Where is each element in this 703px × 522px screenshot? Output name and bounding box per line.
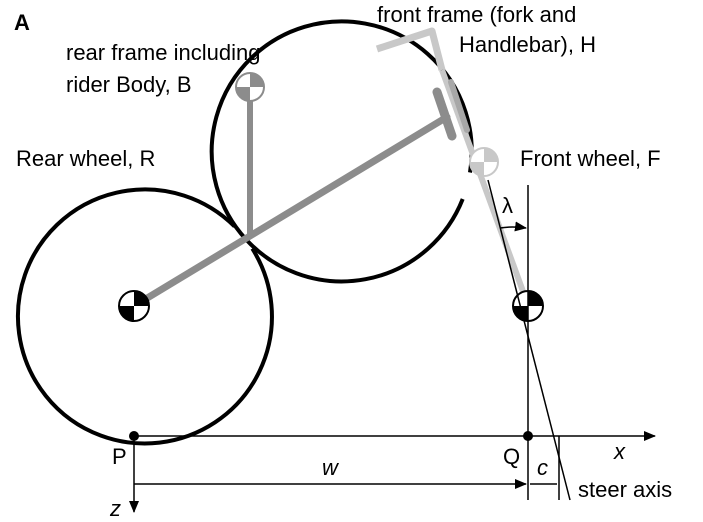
- front-wheel-label: Front wheel, F: [520, 146, 661, 171]
- panel-label: A: [14, 10, 30, 35]
- contact-point-p: [129, 431, 139, 441]
- x-axis-label: x: [613, 439, 626, 464]
- rear-frame-label-line1: rear frame including: [66, 40, 260, 65]
- lambda-label: λ: [502, 193, 513, 218]
- contact-point-q: [523, 431, 533, 441]
- point-p-label: P: [112, 444, 127, 469]
- rear-wheel: [15, 187, 274, 446]
- rear-frame-mass-center: [235, 72, 265, 102]
- front-fork: [439, 68, 531, 307]
- steerer-clamp: [448, 79, 470, 133]
- rear-wheel-label: Rear wheel, R: [16, 146, 155, 171]
- handlebar: [375, 27, 446, 71]
- c-label: c: [537, 455, 548, 480]
- w-label: w: [322, 455, 340, 480]
- point-q-label: Q: [503, 444, 520, 469]
- lambda-angle-arc: [499, 221, 527, 232]
- front-frame-label-line1: front frame (fork and: [377, 2, 576, 27]
- head-tube: [432, 87, 457, 141]
- front-frame-label-line2: Handlebar), H: [459, 32, 596, 57]
- front-frame-mass-center: [469, 147, 499, 177]
- steer-axis-label: steer axis: [578, 477, 672, 502]
- rear-frame-tube: [130, 113, 451, 310]
- z-axis-label: z: [109, 496, 121, 521]
- front-wheel: [209, 19, 474, 284]
- steer-axis-line: [487, 179, 571, 501]
- rear-wheel-mass-center: [118, 290, 150, 322]
- rear-frame-label-line2: rider Body, B: [66, 72, 192, 97]
